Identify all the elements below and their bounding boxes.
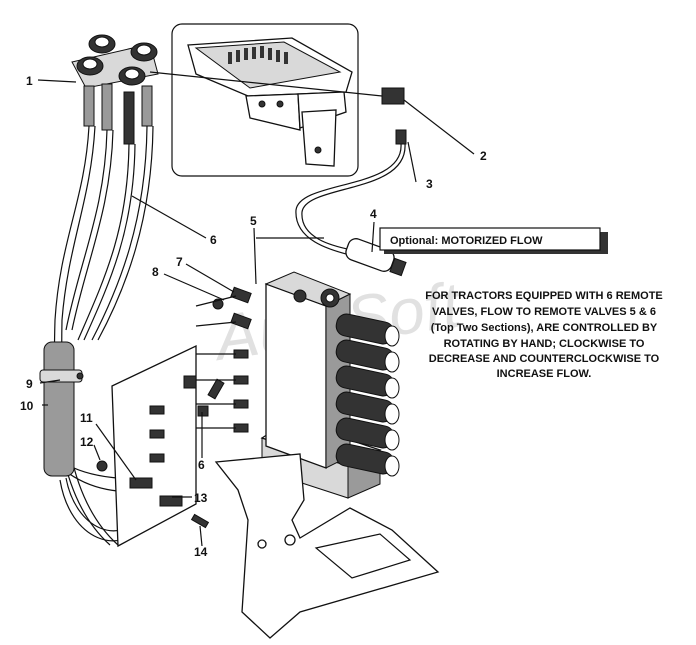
- callout-13: 13: [194, 491, 208, 505]
- callout-6-bottom: 6: [198, 458, 205, 472]
- callout-3: 3: [426, 177, 433, 191]
- leader-lines: [37, 71, 475, 547]
- callout-8: 8: [152, 265, 159, 279]
- callout-14: 14: [194, 545, 208, 559]
- flow-note: FOR TRACTORS EQUIPPED WITH 6 REMOTE VALV…: [425, 290, 663, 380]
- callout-2: 2: [480, 149, 487, 163]
- cable-bracket-plate: [96, 344, 210, 548]
- note-line-1: FOR TRACTORS EQUIPPED WITH 6 REMOTE: [425, 290, 663, 302]
- callout-7: 7: [176, 255, 183, 269]
- note-line-4: ROTATING BY HAND; CLOCKWISE TO: [444, 338, 645, 350]
- cable-sleeve: [39, 341, 84, 477]
- optional-motorized-flow-box: Optional: MOTORIZED FLOW: [379, 227, 608, 254]
- callout-12: 12: [80, 435, 94, 449]
- mounting-bracket: [214, 453, 440, 639]
- callout-9: 9: [26, 377, 33, 391]
- callout-1: 1: [26, 74, 33, 88]
- motorized-flow-parts: [295, 87, 407, 277]
- callout-10: 10: [20, 399, 34, 413]
- control-levers-assembly: [71, 34, 159, 145]
- callout-5: 5: [250, 214, 257, 228]
- nut-12: [96, 460, 108, 472]
- remote-valve-stack: [183, 271, 400, 499]
- callout-6-top: 6: [210, 233, 217, 247]
- note-line-5: DECREASE AND COUNTERCLOCKWISE TO: [429, 353, 660, 365]
- callout-11: 11: [80, 411, 93, 425]
- note-line-6: INCREASE FLOW.: [497, 368, 592, 380]
- note-line-2: VALVES, FLOW TO REMOTE VALVES 5 & 6: [432, 306, 656, 318]
- callout-4: 4: [370, 207, 377, 221]
- inset-console-box: [171, 23, 359, 177]
- optional-label: Optional: MOTORIZED FLOW: [390, 235, 543, 247]
- switch-2: [381, 87, 405, 105]
- note-line-3: (Top Two Sections), ARE CONTROLLED BY: [431, 322, 658, 334]
